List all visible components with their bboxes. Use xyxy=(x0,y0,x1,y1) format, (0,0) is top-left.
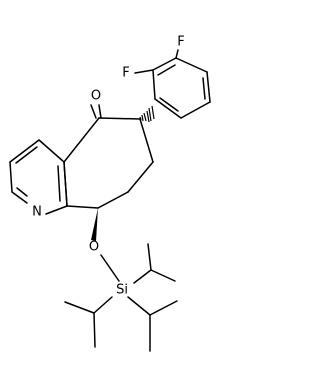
carbonyl-double-bond xyxy=(90,104,102,119)
pyridine-nitrogen-label: N xyxy=(32,205,42,220)
c-f-bond-top xyxy=(175,49,179,59)
silicon-label: Si xyxy=(116,283,128,298)
hashed-stereo-bond-aryl xyxy=(139,105,155,123)
isopropyl-group-left xyxy=(64,296,113,348)
fluorine-left-label: F xyxy=(122,66,129,81)
carbonyl-oxygen-label: O xyxy=(91,89,101,104)
isopropyl-group-bottom xyxy=(127,296,178,352)
fluorine-top-label: F xyxy=(177,35,184,50)
ether-oxygen-label: O xyxy=(89,240,99,255)
o-si-bond xyxy=(100,254,120,282)
molecule-structure: F F O N O Si xyxy=(9,35,211,352)
pyridine-ring xyxy=(9,139,68,215)
isopropyl-group-top xyxy=(133,243,176,284)
cycloheptanone-ring xyxy=(63,117,154,209)
difluorophenyl-ring xyxy=(152,57,211,119)
c-f-bond-left xyxy=(134,69,154,74)
wedge-stereo-bond-oxygen xyxy=(91,208,98,241)
